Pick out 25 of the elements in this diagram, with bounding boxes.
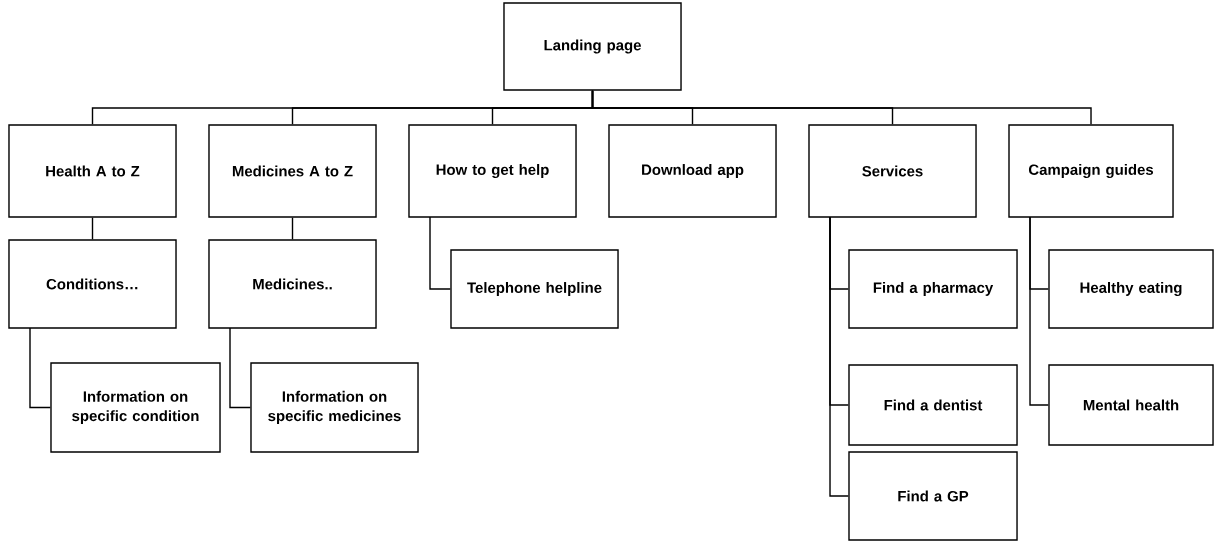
- connector-line: [291, 217, 294, 240]
- page-box: Mental health: [1048, 364, 1214, 446]
- page-box: Services: [808, 124, 977, 218]
- page-box: Telephone helpline: [450, 249, 619, 329]
- connector-line: [91, 217, 94, 240]
- connector-line: [229, 327, 251, 409]
- page-box: Health A to Z: [8, 124, 177, 218]
- connector-line: [829, 216, 849, 497]
- page-box: Campaign guides: [1008, 124, 1174, 218]
- connector-line: [1029, 216, 1049, 406]
- connector-line: [591, 90, 1092, 125]
- page-box: Medicines..: [208, 239, 377, 329]
- page-box: Information on specific condition: [50, 362, 221, 453]
- page-box: Healthy eating: [1048, 249, 1214, 329]
- page-box: Medicines A to Z: [208, 124, 377, 218]
- connector-line: [29, 327, 51, 409]
- page-box: Find a GP: [848, 451, 1018, 541]
- page-box: Find a pharmacy: [848, 249, 1018, 329]
- connector-line: [429, 216, 451, 290]
- page-box: Information on specific medicines: [250, 362, 419, 453]
- page-box: Landing page: [503, 2, 682, 91]
- page-box: Download app: [608, 124, 777, 218]
- page-box: Find a dentist: [848, 364, 1018, 446]
- page-box: How to get help: [408, 124, 577, 218]
- page-box: Conditions…: [8, 239, 177, 329]
